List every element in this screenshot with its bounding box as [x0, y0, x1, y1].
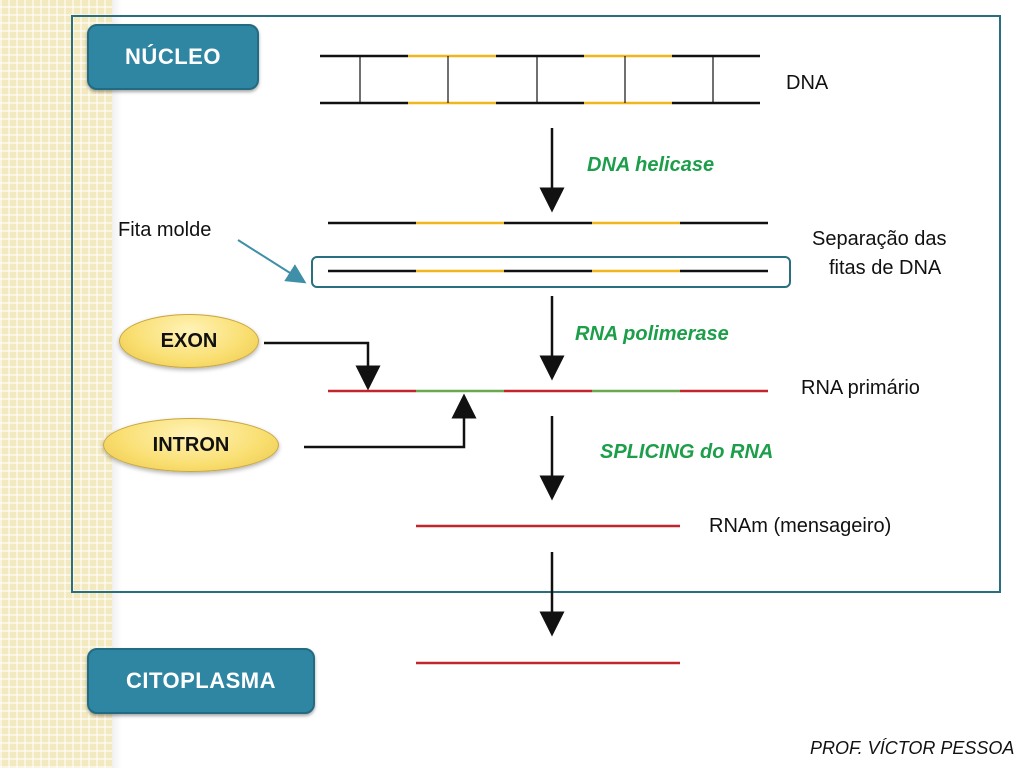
exon-connector [264, 341, 381, 391]
polimerase-label: RNA polimerase [575, 323, 729, 345]
rna-primario-label: RNA primário [801, 377, 920, 399]
separacao-label-line2: fitas de DNA [829, 257, 942, 279]
author-credit: PROF. VÍCTOR PESSOA [810, 738, 1015, 758]
fita-molde-pointer [237, 239, 307, 284]
intron-connector [304, 393, 477, 449]
cytoplasm-badge: CITOPLASMA [87, 648, 315, 714]
separacao-label-line1: Separação das [812, 228, 947, 250]
helicase-label: DNA helicase [587, 154, 715, 176]
dna-double-helix [320, 54, 760, 105]
dna-label: DNA [786, 72, 829, 94]
splicing-label: SPLICING do RNA [600, 441, 774, 463]
nucleus-frame [71, 15, 1001, 593]
strip-shadow [112, 0, 122, 768]
nucleus-badge: NÚCLEO [87, 24, 259, 90]
fita-molde-label: Fita molde [118, 219, 212, 241]
exon-pill: EXON [119, 314, 259, 368]
separated-strands [328, 221, 768, 273]
decorative-side-strip [0, 0, 112, 768]
intron-pill: INTRON [103, 418, 279, 472]
template-strand-box [311, 256, 791, 288]
rnam-label: RNAm (mensageiro) [709, 515, 892, 537]
